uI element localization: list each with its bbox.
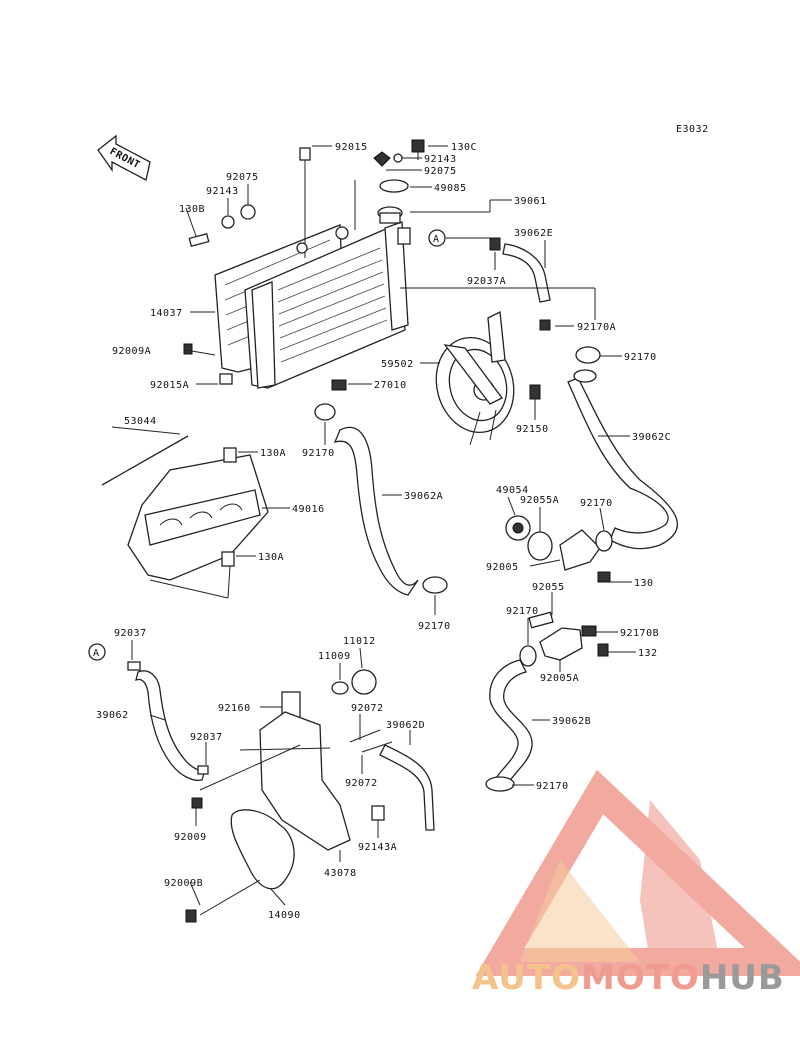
label-14090: 14090 [268, 910, 301, 921]
watermark-text: AUTOMOTOHUB [472, 958, 792, 1008]
label-92170-c2: 92170 [418, 621, 451, 632]
label-27010: 27010 [374, 380, 407, 391]
front-arrow-icon: FRONT [97, 134, 151, 181]
label-39062A: 39062A [404, 491, 443, 502]
label-92170-r2: 92170 [580, 498, 613, 509]
cooling-fan [435, 310, 541, 446]
label-59502: 59502 [381, 359, 414, 370]
hose-39062A [314, 403, 448, 596]
bracket-49016 [101, 435, 269, 599]
fasteners-top [183, 139, 425, 385]
leader-lines [111, 145, 636, 906]
reserve-tank [185, 669, 435, 923]
label-39062B: 39062B [552, 716, 591, 727]
watermark-auto: AUTO [472, 958, 581, 998]
label-92037A: 92037A [467, 276, 506, 287]
label-130B: 130B [179, 204, 205, 215]
label-92170B: 92170B [620, 628, 659, 639]
label-92170-r3: 92170 [506, 606, 539, 617]
label-39062: 39062 [96, 710, 129, 721]
hose-39062C [567, 346, 678, 550]
label-92170-c1: 92170 [302, 448, 335, 459]
label-92015A: 92015A [150, 380, 189, 391]
svg-text:A: A [433, 234, 440, 245]
label-14037: 14037 [150, 308, 183, 319]
label-92037-a: 92037 [114, 628, 147, 639]
label-132: 132 [638, 648, 658, 659]
svg-text:A: A [93, 648, 100, 659]
label-92160: 92160 [218, 703, 251, 714]
label-49054: 49054 [496, 485, 529, 496]
radiator-core [244, 206, 411, 391]
label-39062E: 39062E [514, 228, 553, 239]
hose-39062B [485, 659, 533, 792]
label-11009: 11009 [318, 651, 351, 662]
label-92005A: 92005A [540, 673, 579, 684]
label-53044: 53044 [124, 416, 157, 427]
label-92143-left: 92143 [206, 186, 239, 197]
label-92170-r4: 92170 [536, 781, 569, 792]
label-49085: 49085 [434, 183, 467, 194]
label-92005: 92005 [486, 562, 519, 573]
label-92170A: 92170A [577, 322, 616, 333]
label-92150: 92150 [516, 424, 549, 435]
callout-a-top: A [428, 229, 446, 247]
watermark-logo-icon [475, 769, 800, 976]
label-130A-1: 130A [260, 448, 286, 459]
label-43078: 43078 [324, 868, 357, 879]
label-92055A: 92055A [520, 495, 559, 506]
label-39062C: 39062C [632, 432, 671, 443]
watermark-moto: MOTO [580, 958, 700, 998]
label-130: 130 [634, 578, 654, 589]
label-130A-2: 130A [258, 552, 284, 563]
label-92015: 92015 [335, 142, 368, 153]
diagram-code: E3032 [676, 124, 709, 135]
label-92143A: 92143A [358, 842, 397, 853]
label-92072-b: 92072 [345, 778, 378, 789]
label-92143-top: 92143 [424, 154, 457, 165]
watermark-hub: HUB [699, 958, 785, 998]
label-92170-r1: 92170 [624, 352, 657, 363]
part-labels: 92015 130C 92143 92075 49085 39061 92075… [96, 142, 671, 921]
label-39061: 39061 [514, 196, 547, 207]
label-92055: 92055 [532, 582, 565, 593]
label-92075-top: 92075 [424, 166, 457, 177]
label-92009A: 92009A [112, 346, 151, 357]
hose-39062 [127, 661, 209, 781]
label-92075-left: 92075 [226, 172, 259, 183]
label-92009B: 92009B [164, 878, 203, 889]
callout-a-bottom: A [88, 643, 106, 661]
thermostat-housing [505, 515, 613, 667]
label-11012: 11012 [343, 636, 376, 647]
label-92072-a: 92072 [351, 703, 384, 714]
label-92037-b: 92037 [190, 732, 223, 743]
label-92009: 92009 [174, 832, 207, 843]
label-49016: 49016 [292, 504, 325, 515]
label-39062D: 39062D [386, 720, 425, 731]
label-130C: 130C [451, 142, 477, 153]
